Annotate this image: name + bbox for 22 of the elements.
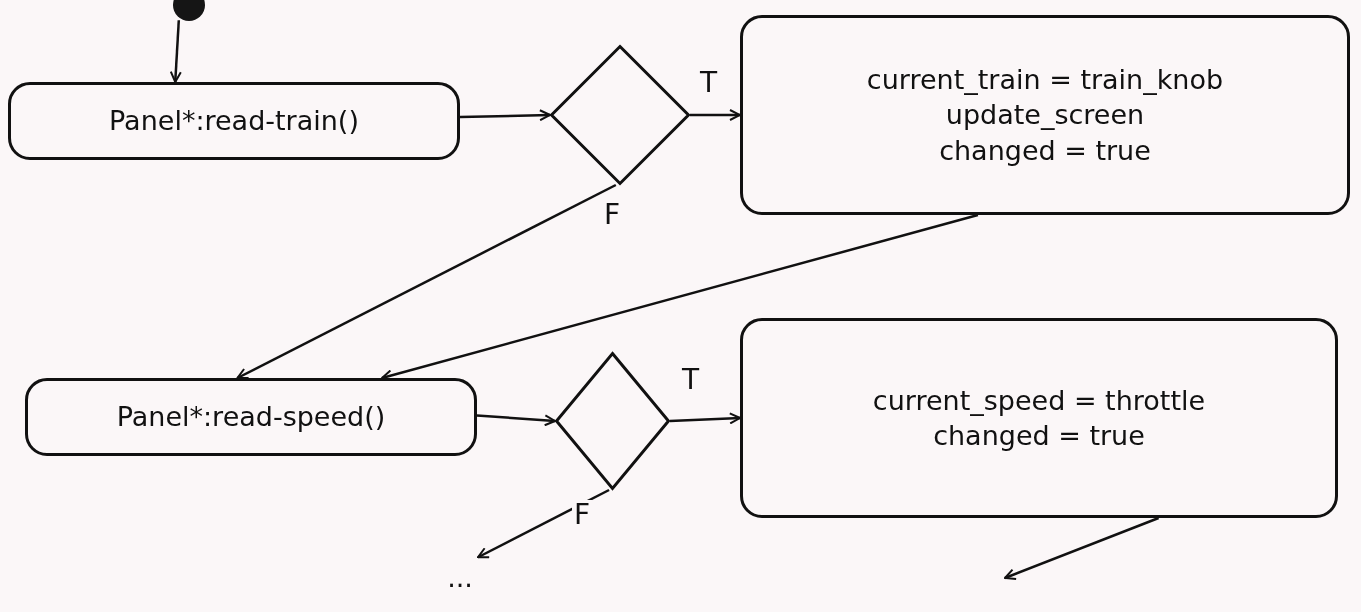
action-text: Panel*:read-train() xyxy=(109,104,359,139)
action-text: changed = true xyxy=(939,133,1151,168)
activity-box xyxy=(740,318,1338,518)
arrow xyxy=(1004,516,1160,580)
ellipsis-text: ... xyxy=(447,560,473,595)
activity-box xyxy=(25,378,477,456)
arrow xyxy=(459,109,551,122)
action-text: update_screen xyxy=(945,98,1145,133)
arrow xyxy=(169,20,182,83)
arrow xyxy=(669,412,741,425)
action-text: changed = true xyxy=(933,419,1145,453)
action-text: current_speed = throttle xyxy=(872,383,1206,418)
decision-diamond xyxy=(555,352,670,490)
arrow xyxy=(236,183,617,380)
arrow xyxy=(476,414,556,427)
action-text: Panel*:read-speed() xyxy=(116,400,386,435)
activity-box xyxy=(740,15,1350,215)
arrow xyxy=(690,109,741,121)
arrow xyxy=(477,488,610,559)
activity-box xyxy=(8,82,460,160)
decision-diamond xyxy=(550,45,690,185)
action-text: current_train = train_knob xyxy=(866,63,1224,98)
